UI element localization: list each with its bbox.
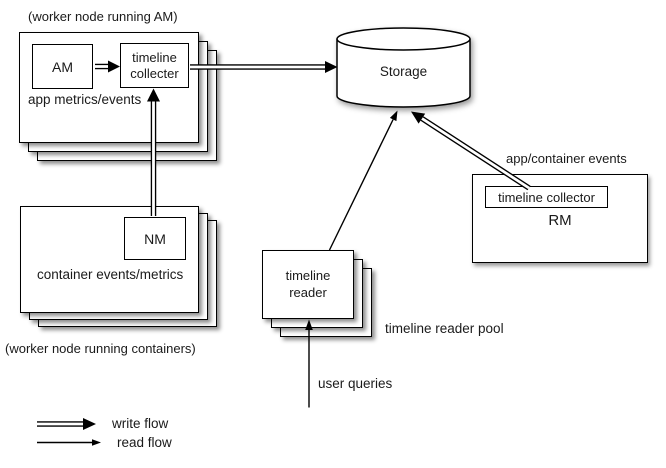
timeline-reader-pool-label: timeline reader pool bbox=[385, 321, 504, 336]
timeline-reader-label: timeline reader bbox=[285, 267, 331, 300]
am-timeline-collector-label: timeline collecter bbox=[130, 49, 179, 81]
worker-am-caption: (worker node running AM) bbox=[28, 9, 178, 24]
nm-label: NM bbox=[144, 230, 166, 247]
read-arrow-reader-to-storage bbox=[328, 110, 398, 251]
storage-cylinder-top bbox=[336, 27, 471, 51]
am-box: AM bbox=[32, 44, 93, 89]
timeline-reader-box: timeline reader bbox=[262, 250, 354, 319]
legend-read-flow-label: read flow bbox=[117, 435, 172, 450]
app-metrics-events-label: app metrics/events bbox=[28, 92, 142, 107]
legend-write-arrow bbox=[37, 418, 96, 430]
container-events-metrics-label: container events/metrics bbox=[37, 267, 184, 282]
nm-box: NM bbox=[124, 217, 186, 260]
user-queries-label: user queries bbox=[318, 376, 393, 391]
rm-timeline-collector-label: timeline collector bbox=[498, 189, 595, 205]
am-timeline-collector-box: timeline collecter bbox=[120, 43, 189, 88]
worker-nm-caption: (worker node running containers) bbox=[5, 341, 196, 356]
legend-write-flow-label: write flow bbox=[112, 416, 169, 431]
am-label: AM bbox=[52, 58, 73, 75]
legend-read-arrow bbox=[37, 439, 101, 446]
rm-label: RM bbox=[548, 212, 572, 229]
app-container-events-label: app/container events bbox=[506, 151, 627, 166]
rm-timeline-collector-box: timeline collector bbox=[485, 186, 608, 208]
storage-label: Storage bbox=[379, 64, 428, 79]
